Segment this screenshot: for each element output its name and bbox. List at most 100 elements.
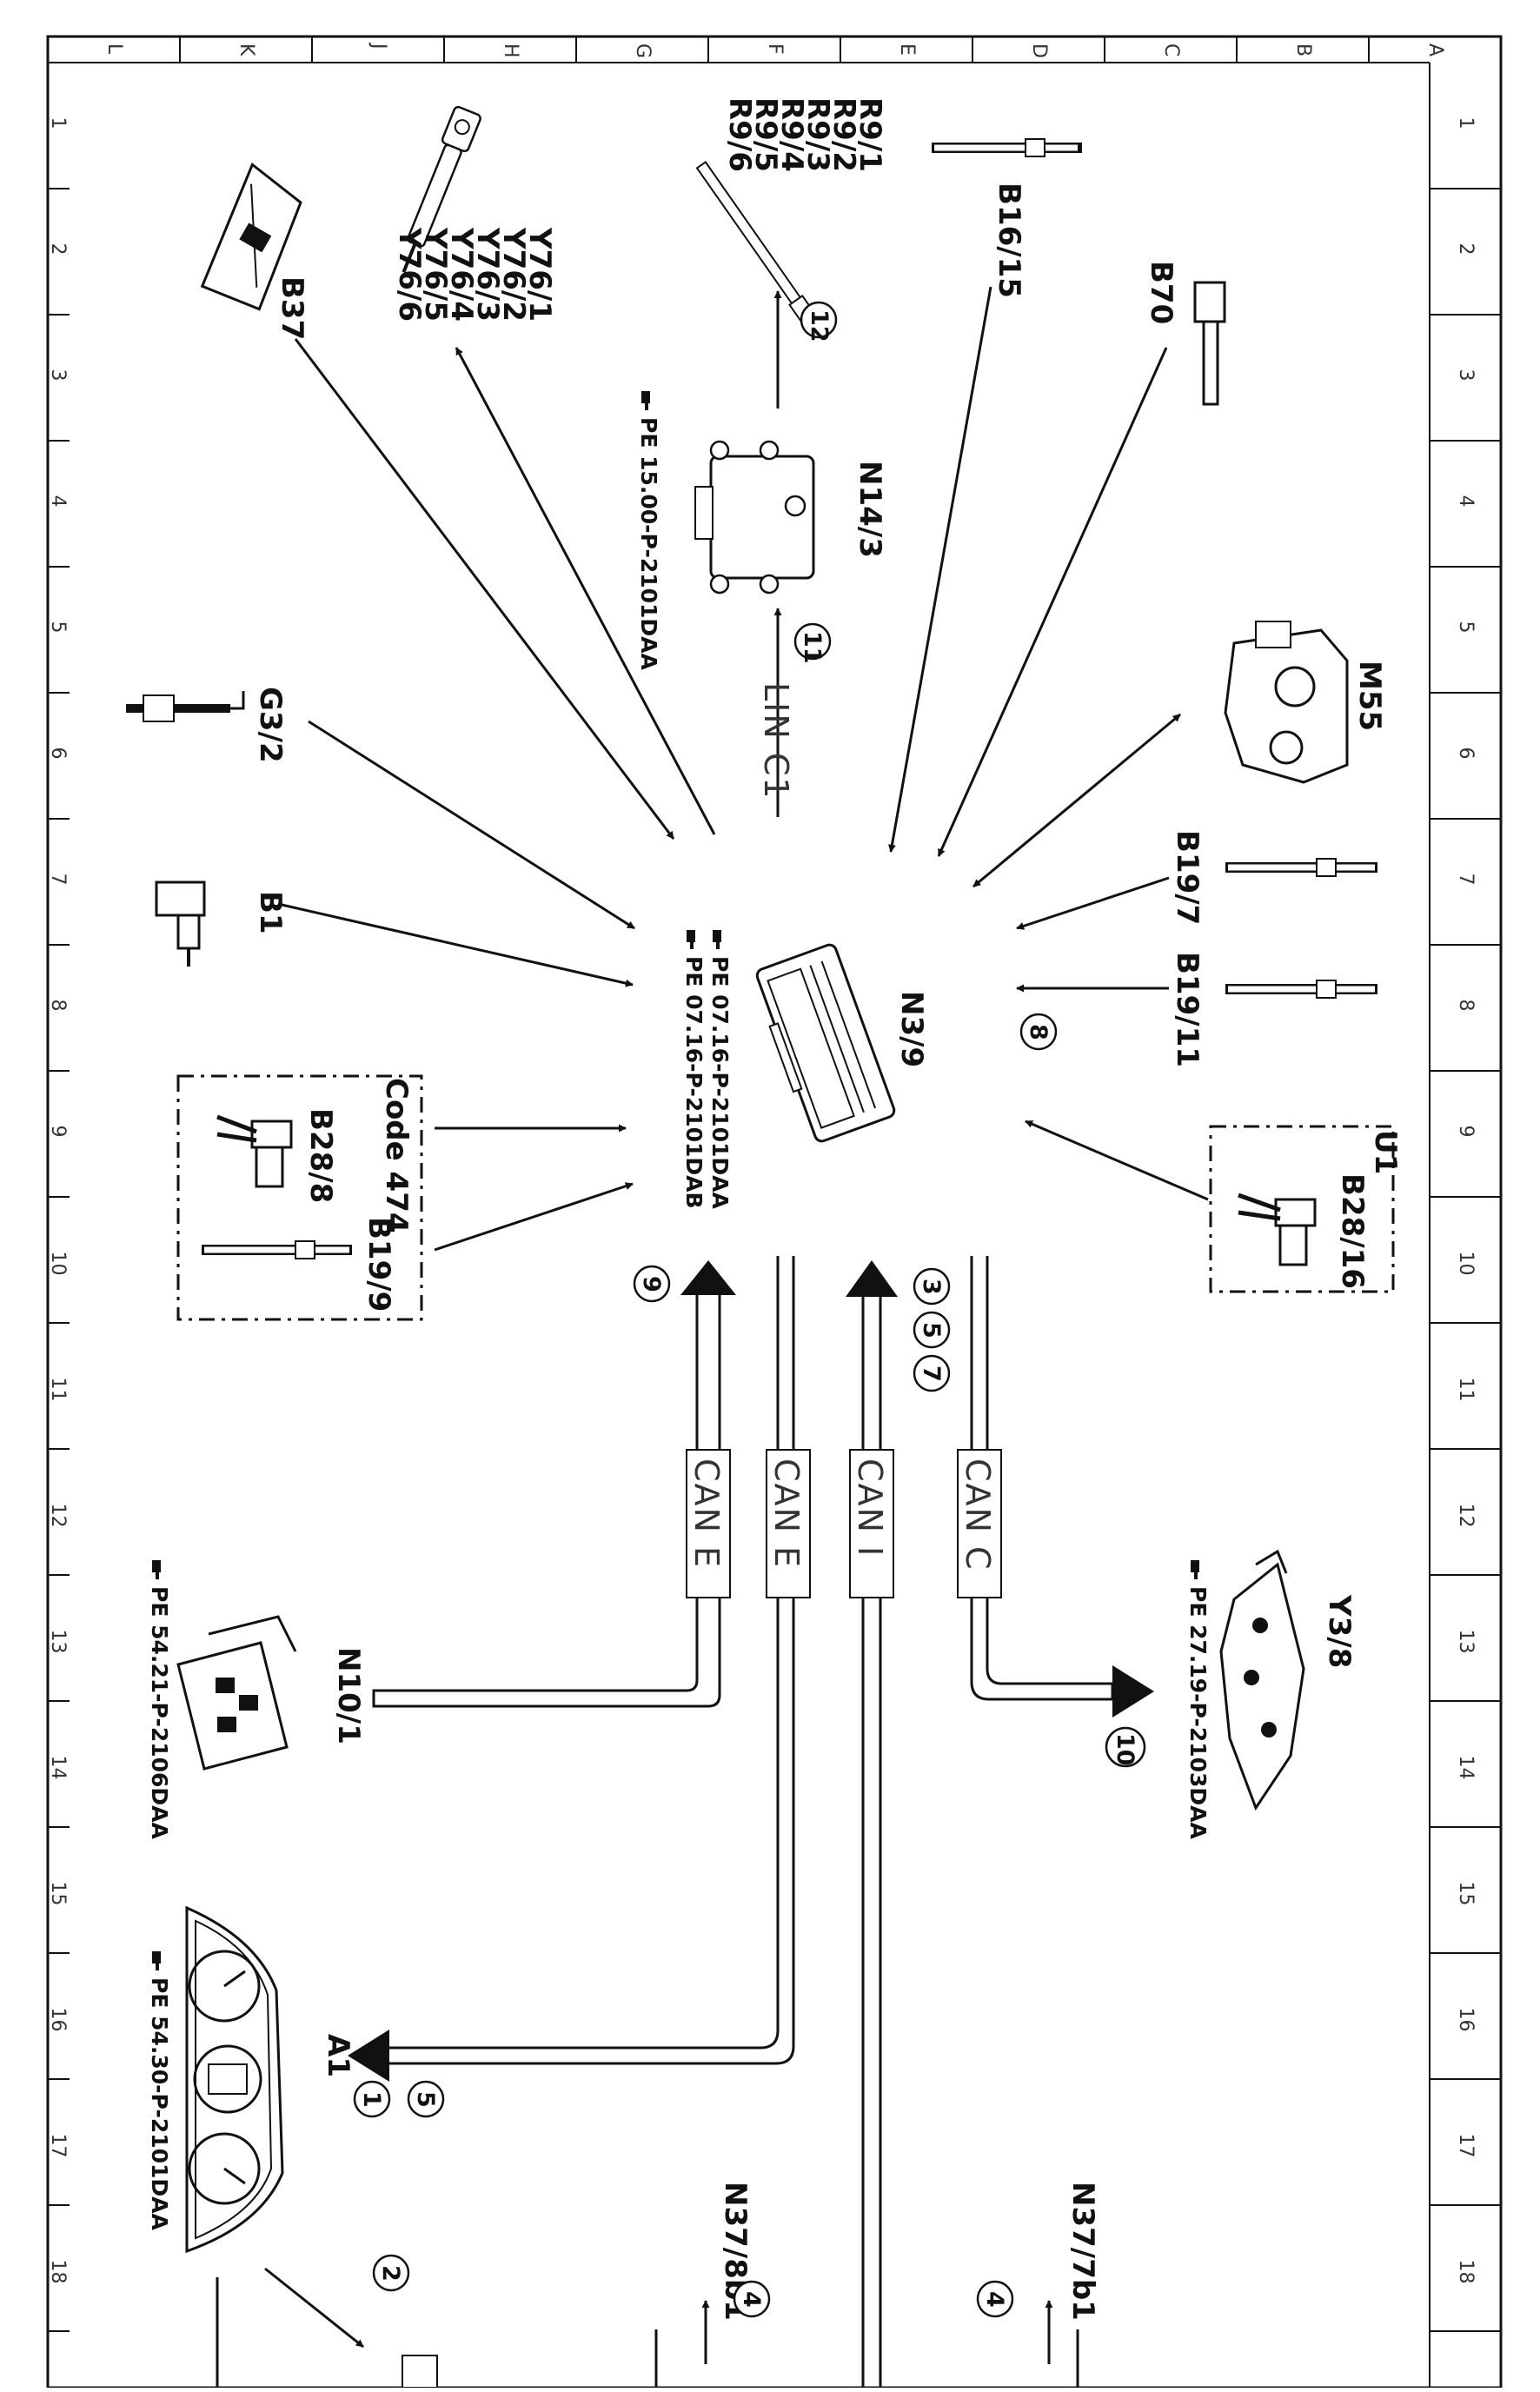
grid-number-15: 15 xyxy=(1455,1882,1477,1906)
a1-reference[interactable]: PE 54.30-P-2101DAA xyxy=(147,1951,172,2230)
n3-9-control-unit[interactable]: N3/9 xyxy=(750,943,929,1145)
svg-text:5: 5 xyxy=(918,1322,945,1339)
n37-7b1-nox-sensor[interactable]: N37/7b1 xyxy=(1045,2182,1100,2388)
grid-letter-d: D xyxy=(1028,43,1050,58)
n10-1-sam-control-unit[interactable]: N10/1 xyxy=(176,1615,366,1771)
grid-number-7: 7 xyxy=(1455,874,1477,886)
can-c-bus-label: CAN C xyxy=(957,1449,1002,1598)
grid-letter-f: F xyxy=(764,43,786,55)
code-474-group[interactable]: Code 474 B28/8 B19/9 xyxy=(176,1074,423,1321)
grid-number-left-12: 12 xyxy=(47,1504,69,1528)
svg-text:12: 12 xyxy=(806,309,833,342)
grid-number-10: 10 xyxy=(1455,1252,1477,1276)
grid-letter-e: E xyxy=(896,43,918,56)
svg-text:CAN C: CAN C xyxy=(959,1458,997,1571)
b16-15-temperature-sensor[interactable]: B16/15 xyxy=(932,138,1082,298)
callout-4-left[interactable]: 4 xyxy=(733,2280,771,2318)
b70-crankshaft-sensor[interactable]: B70 xyxy=(1144,261,1226,406)
callout-markers: 12 11 8 9 3 5 7 10 5 1 2 4 4 xyxy=(353,301,1146,2318)
b19-11-temperature-sensor[interactable]: B19/11 xyxy=(1170,952,1377,1067)
grid-letter-a: A xyxy=(1424,43,1446,56)
callout-11[interactable]: 11 xyxy=(793,622,832,664)
grid-letter-g: G xyxy=(632,43,654,58)
svg-text:R9/4: R9/4 xyxy=(774,97,809,172)
svg-text:N37/7b1: N37/7b1 xyxy=(1065,2182,1100,2321)
callout-10[interactable]: 10 xyxy=(1105,1726,1146,1768)
b19-7-temperature-sensor[interactable]: B19/7 xyxy=(1170,830,1377,925)
grid-number-left-17: 17 xyxy=(47,2134,69,2158)
y76-injectors[interactable]: Y76/1 Y76/2 Y76/3 Y76/4 Y76/5 Y76/6 xyxy=(391,105,557,322)
svg-text:2: 2 xyxy=(377,2265,404,2282)
svg-text:R9/2: R9/2 xyxy=(826,97,861,172)
svg-text:R9/5: R9/5 xyxy=(748,97,783,172)
callout-7[interactable]: 7 xyxy=(913,1354,951,1392)
grid-number-11: 11 xyxy=(1455,1378,1477,1402)
grid-number-left-5: 5 xyxy=(47,621,69,634)
pointing-hand-icon xyxy=(641,391,650,410)
grid-number-4: 4 xyxy=(1455,495,1477,508)
svg-text:B16/15: B16/15 xyxy=(992,183,1026,298)
oxygen-sensor-illustration xyxy=(126,691,245,722)
svg-text:A1: A1 xyxy=(321,2034,355,2077)
grid-number-16: 16 xyxy=(1455,2008,1477,2032)
svg-text:PE 15.00-P-2101DAA: PE 15.00-P-2101DAA xyxy=(636,417,661,670)
grid-number-1: 1 xyxy=(1455,117,1477,130)
callout-2[interactable]: 2 xyxy=(372,2254,410,2292)
svg-text:B70: B70 xyxy=(1144,261,1178,324)
callout-5[interactable]: 5 xyxy=(913,1311,951,1349)
callout-8[interactable]: 8 xyxy=(1019,1013,1058,1051)
y3-8-transmission-control-unit[interactable]: Y3/8 xyxy=(1219,1549,1357,1811)
svg-text:N14/3: N14/3 xyxy=(853,461,887,558)
svg-text:3: 3 xyxy=(918,1279,945,1295)
svg-text:4: 4 xyxy=(738,2291,765,2308)
b37-accelerator-pedal-sensor[interactable]: B37 xyxy=(187,162,320,340)
pointing-hand-icon xyxy=(687,930,695,949)
n3-9-reference-2[interactable]: PE 07.16-P-2101DAB xyxy=(681,930,707,1209)
svg-text:4: 4 xyxy=(981,2291,1008,2308)
can-e-bus-label-2: CAN E xyxy=(766,1449,811,1598)
grid-number-6: 6 xyxy=(1455,748,1477,760)
b28-8-pressure-sensor-illustration xyxy=(216,1114,293,1188)
a1-instrument-cluster[interactable]: A1 xyxy=(185,1905,355,2254)
callout-5-a1[interactable]: 5 xyxy=(407,2080,445,2118)
grid-letter-h: H xyxy=(500,43,521,58)
n14-3-reference[interactable]: PE 15.00-P-2101DAA xyxy=(636,391,661,670)
svg-text:PE 07.16-P-2101DAB: PE 07.16-P-2101DAB xyxy=(681,956,707,1209)
svg-text:R9/6: R9/6 xyxy=(722,97,757,172)
grid-number-left-9: 9 xyxy=(47,1126,69,1138)
b1-oil-temperature-sensor[interactable]: B1 xyxy=(155,880,288,967)
signal-arrows xyxy=(277,286,1209,1252)
callout-4-right[interactable]: 4 xyxy=(976,2280,1014,2318)
callout-12[interactable]: 12 xyxy=(800,301,838,342)
svg-text:B28/16: B28/16 xyxy=(1335,1173,1370,1289)
svg-text:10: 10 xyxy=(1112,1733,1138,1766)
b19-9-probe-illustration xyxy=(202,1240,352,1259)
glow-control-illustration xyxy=(694,440,815,595)
grid-letter-j: J xyxy=(368,42,389,50)
callout-1[interactable]: 1 xyxy=(353,2080,391,2118)
callout-3[interactable]: 3 xyxy=(913,1267,951,1306)
svg-text:PE 27.19-P-2103DAA: PE 27.19-P-2103DAA xyxy=(1185,1586,1211,1839)
svg-text:B19/11: B19/11 xyxy=(1170,952,1205,1067)
n10-1-reference[interactable]: PE 54.21-P-2106DAA xyxy=(147,1560,172,1839)
grid-number-left-6: 6 xyxy=(47,748,69,760)
svg-text:7: 7 xyxy=(918,1365,945,1382)
u1-group[interactable]: U1 B28/16 xyxy=(1209,1125,1403,1293)
grid-number-9: 9 xyxy=(1455,1126,1477,1138)
y3-8-reference[interactable]: PE 27.19-P-2103DAA xyxy=(1185,1560,1211,1839)
g3-2-oxygen-sensor[interactable]: G3/2 xyxy=(126,687,288,763)
r9-glow-plugs[interactable]: R9/1 R9/2 R9/3 R9/4 R9/5 R9/6 xyxy=(695,97,887,344)
callout-9[interactable]: 9 xyxy=(633,1265,671,1303)
grid-number-left-15: 15 xyxy=(47,1882,69,1906)
grid-letter-b: B xyxy=(1292,43,1314,56)
n14-3-glow-control-unit[interactable]: N14/3 xyxy=(694,440,887,595)
n3-9-reference-1[interactable]: PE 07.16-P-2101DAA xyxy=(707,930,733,1209)
bus-arrowheads xyxy=(348,1260,1154,2082)
n37-8b1-nox-sensor[interactable]: N37/8b1 xyxy=(654,2182,753,2388)
svg-text:R9/1: R9/1 xyxy=(853,97,887,172)
grid-number-3: 3 xyxy=(1455,369,1477,382)
m55-throttle-actuator[interactable]: M55 xyxy=(1224,621,1387,784)
svg-text:Y76/3: Y76/3 xyxy=(470,227,505,322)
grid-number-13: 13 xyxy=(1455,1630,1477,1654)
